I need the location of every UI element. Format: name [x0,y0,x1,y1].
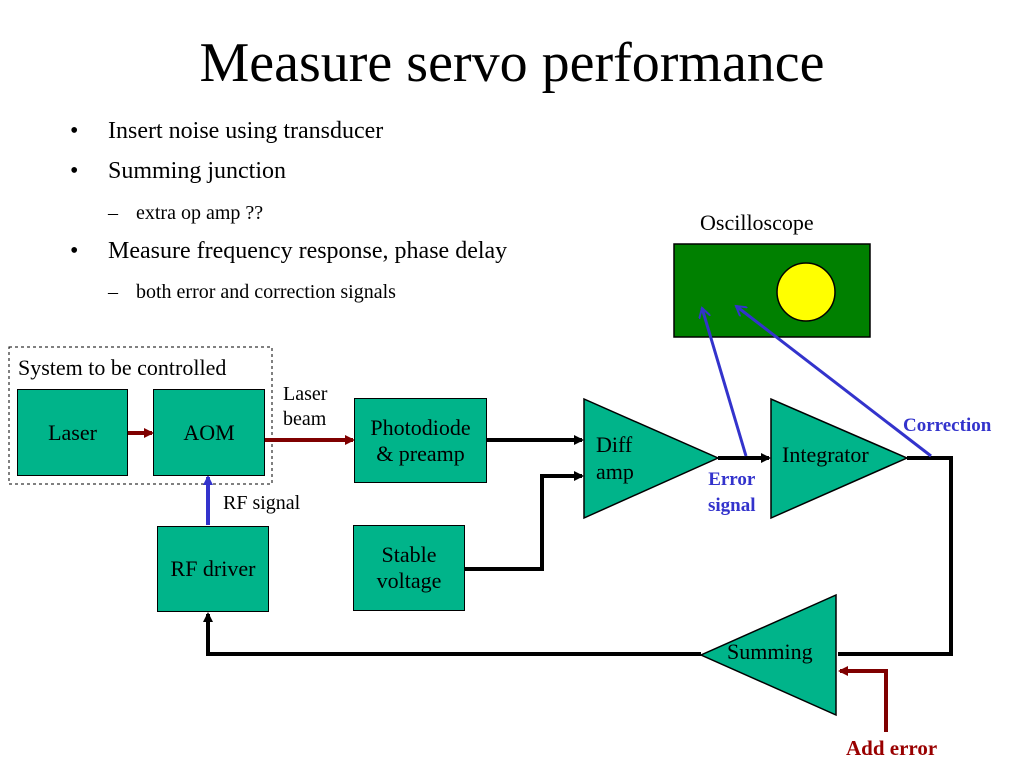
diff-amp-label: Diff amp [596,432,634,484]
system-group-border [8,346,273,485]
rf-driver-label: RF driver [170,556,256,581]
aom-label: AOM [183,419,235,445]
bullet-marker: • [70,118,79,144]
oscilloscope-screen [673,243,871,338]
correction-probe-line [736,304,932,458]
slide-title: Measure servo performance [199,32,825,94]
photodiode-label: Photodiode & preamp [370,414,471,466]
add-error-label: Add error [846,736,938,760]
laser-label: Laser [48,419,97,445]
bullet-marker: • [70,158,79,184]
photodiode-block: Photodiode & preamp [354,398,487,483]
integrator-to-summing-line [838,456,953,656]
bullet-text: Insert noise using transducer [108,118,384,144]
rf-driver-block: RF driver [157,526,269,612]
error-signal-label: Error signal [708,469,756,516]
system-group-label: System to be controlled [18,355,227,380]
add-error-arrow [838,666,888,732]
bullet-text: Summing junction [108,158,287,184]
oscilloscope-dot [776,262,836,322]
bullet-marker: • [70,238,79,264]
summing-to-rfdriver-arrow [203,612,701,656]
summing-label: Summing [727,639,813,664]
error-probe-line [702,308,748,457]
voltage-to-diffamp-arrow [465,471,584,571]
aom-block: AOM [153,389,265,476]
integrator-triangle [770,397,909,520]
sub-bullet-text: both error and correction signals [136,281,396,303]
summing-triangle [699,593,837,717]
sub-bullet-text: extra op amp ?? [136,202,264,224]
stable-voltage-label: Stable voltage [376,542,442,593]
stable-voltage-block: Stable voltage [353,525,465,611]
oscilloscope-label: Oscilloscope [700,210,814,235]
correction-label: Correction [903,415,992,436]
sub-bullet-marker: – [108,202,118,224]
integrator-label: Integrator [782,442,869,467]
laser-block: Laser [17,389,128,476]
diff-amp-triangle [583,397,720,520]
rf-signal-label: RF signal [223,492,301,514]
laser-beam-label: Laser beam [283,383,328,430]
bullet-text: Measure frequency response, phase delay [108,238,508,264]
sub-bullet-marker: – [108,281,118,303]
